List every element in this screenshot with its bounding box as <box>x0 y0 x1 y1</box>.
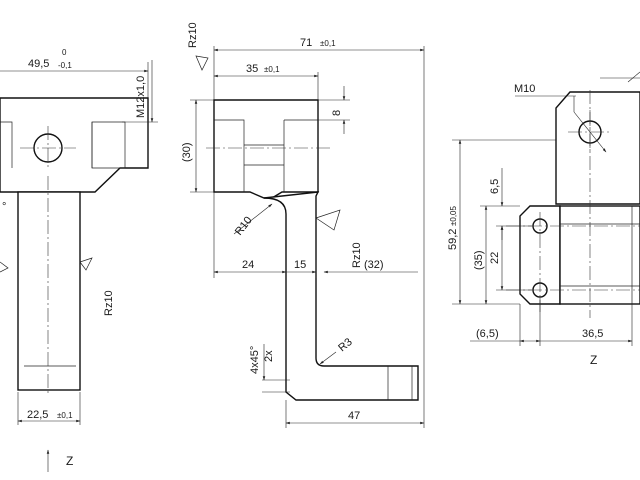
right-dim-35: (35) <box>473 250 485 270</box>
middle-dim-30: (30) <box>181 142 193 162</box>
right-dim-36-5: 36,5 <box>582 328 603 340</box>
middle-surface-rz10-side: Rz10 <box>351 242 363 268</box>
middle-dim-chamfer: 4x45° <box>249 346 261 374</box>
right-dim-59-2: 59,2 <box>447 229 459 250</box>
left-view-arrow-label: Z <box>66 454 73 468</box>
left-dim-22-5: 22,5 <box>27 409 48 421</box>
right-view-label: Z <box>590 353 597 367</box>
middle-body-outline <box>263 191 419 401</box>
right-view: M10 59,2 ±0,05 (35) 22 6,5 (6,5) 36,5 Z <box>447 71 640 367</box>
right-dim-22: 22 <box>489 252 501 264</box>
left-tol-lower: -0,1 <box>58 61 72 70</box>
middle-dim-8: 8 <box>331 110 343 116</box>
middle-dim-71: 71 <box>300 37 312 49</box>
left-tol-upper: 0 <box>62 48 67 57</box>
middle-view: 71 ±0,1 35 ±0,1 8 (30) R10 Rz10 Rz10 24 … <box>181 22 425 428</box>
left-dim-thread: M12x1,0 <box>135 76 147 118</box>
middle-dim-chamfer-count: 2x <box>263 350 275 362</box>
middle-tol-35: ±0,1 <box>264 65 280 74</box>
right-tol-59-2: ±0,05 <box>449 205 458 226</box>
middle-tol-71: ±0,1 <box>320 39 336 48</box>
right-dim-m10: M10 <box>514 83 535 95</box>
middle-head-outline <box>213 99 319 199</box>
left-shaft <box>17 191 81 391</box>
left-head-outline <box>0 97 149 193</box>
middle-dim-35: 35 <box>246 63 258 75</box>
middle-surface-rz10-top: Rz10 <box>187 22 199 48</box>
middle-dim-r3: R3 <box>336 336 354 354</box>
right-dim-6-5-top: 6,5 <box>489 179 501 194</box>
left-dim-49-5: 49,5 <box>28 58 49 70</box>
left-surface-rz10: Rz10 <box>103 290 115 316</box>
middle-dim-24: 24 <box>242 259 254 271</box>
middle-dim-15: 15 <box>294 259 306 271</box>
right-dim-6-5-bottom: (6,5) <box>476 328 499 340</box>
middle-dim-32: (32) <box>364 259 384 271</box>
left-chamfer-partial: ° <box>2 201 6 213</box>
left-tol-22-5: ±0,1 <box>57 411 73 420</box>
middle-dim-47: 47 <box>348 410 360 422</box>
right-tab-outline <box>555 91 640 205</box>
left-view: 49,5 0 -0,1 M12x1,0 Rz10 ° 22,5 ±0,1 Z <box>0 48 158 472</box>
middle-dim-r10: R10 <box>233 215 255 238</box>
